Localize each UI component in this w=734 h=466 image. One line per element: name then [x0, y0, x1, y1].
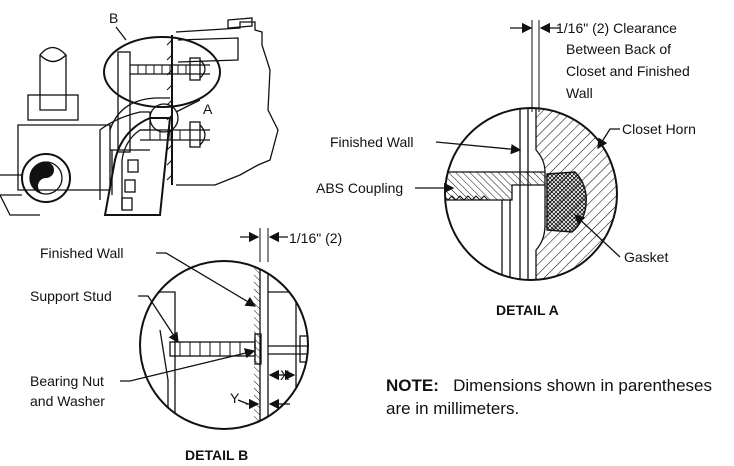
clearance-line-2: Between Back of [566, 41, 671, 57]
note-text: Dimensions shown in parentheses are in m… [386, 376, 712, 418]
detail-a-finished-wall: Finished Wall [330, 134, 414, 150]
support-stud-label: Support Stud [30, 288, 112, 304]
clearance-line-3: Closet and Finished [566, 63, 690, 79]
y-dimension: Y [230, 390, 240, 406]
overview-drawing: B A [0, 10, 279, 216]
clearance-line-4: Wall [566, 85, 593, 101]
x-dimension: X [280, 367, 290, 383]
clearance-line-1: 1/16" (2) Clearance [556, 20, 677, 36]
label-b: B [109, 10, 118, 26]
gasket-label: Gasket [624, 249, 668, 265]
label-a: A [203, 101, 213, 117]
detail-b-finished-wall: Finished Wall [40, 245, 124, 261]
detail-a: 1/16" (2) Clearance Between Back of Clos… [316, 20, 696, 318]
detail-b-caption: DETAIL B [185, 447, 248, 463]
note-heading: NOTE: [386, 376, 439, 395]
detail-b: 1/16" (2) Finished Wall Support Stud Bea… [30, 228, 342, 463]
note-block: NOTE: Dimensions shown in parentheses ar… [386, 374, 726, 420]
bearing-nut-line-2: and Washer [30, 393, 105, 409]
detail-a-caption: DETAIL A [496, 302, 559, 318]
abs-coupling-label: ABS Coupling [316, 180, 403, 196]
detail-b-dimension: 1/16" (2) [289, 230, 342, 246]
closet-horn-label: Closet Horn [622, 121, 696, 137]
bearing-nut-line-1: Bearing Nut [30, 373, 104, 389]
